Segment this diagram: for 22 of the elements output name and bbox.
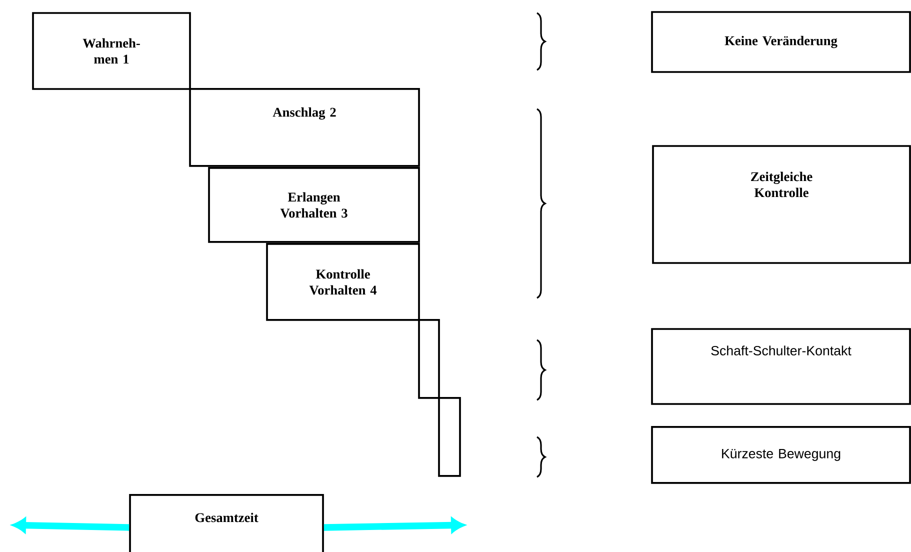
box-label: Kontrolle Vorhalten 4 [309,269,377,295]
box-label: Keine Veränderung [724,36,838,48]
text-box [129,494,324,552]
text-box [266,243,420,321]
text-box [208,167,420,243]
text-box [652,145,911,264]
empty-bar [438,397,461,477]
arrow [324,518,464,533]
box-label: Zeitgleiche Kontrolle [751,172,812,198]
text-box [32,12,191,90]
text-box [651,11,911,73]
box-label: Anschlag 2 [272,107,336,120]
box-label: Kürzeste Bewegung [722,449,840,461]
text-box [651,426,911,484]
text-box [189,88,420,167]
arrow [12,518,130,533]
text-box [651,328,911,405]
box-label: Wahrneh- men 1 [82,38,140,64]
box-label: Erlangen Vorhalten 3 [280,192,348,218]
box-label: Schaft-Schulter-Kontakt [711,346,852,356]
box-label: Gesamtzeit [195,512,258,522]
empty-bar [418,319,440,399]
